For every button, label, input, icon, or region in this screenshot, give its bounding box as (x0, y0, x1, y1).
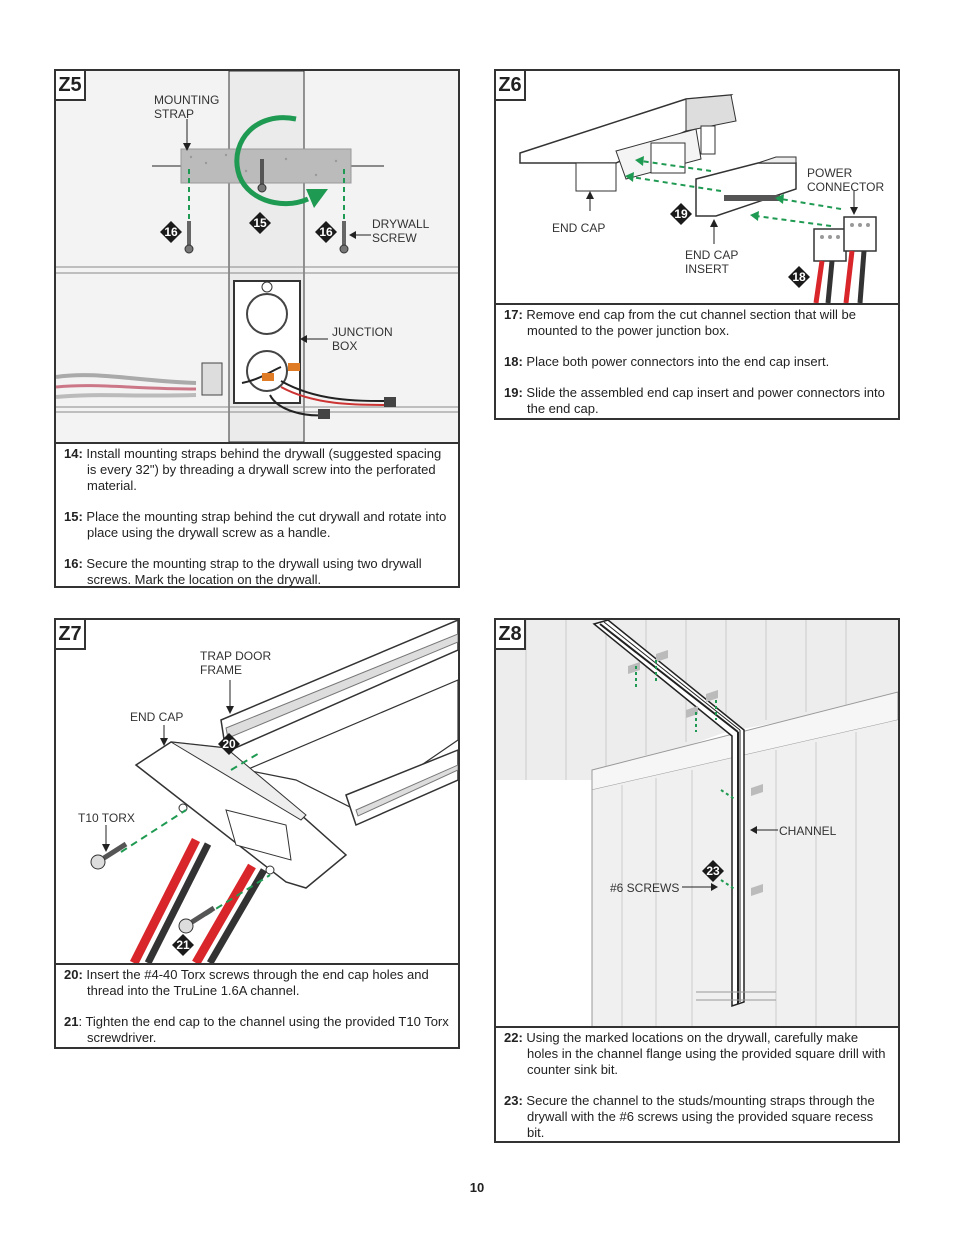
z5-mounting-strap-label: MOUNTING STRAP (154, 93, 220, 121)
z5-step-14: 14: Install mounting straps behind the d… (64, 446, 442, 493)
z7-step-21: 21: Tighten the end cap to the channel u… (64, 1014, 449, 1045)
z8-channel-label: CHANNEL (779, 824, 837, 838)
z8-step-22: 22: Using the marked locations on the dr… (504, 1030, 886, 1077)
z5-step-15: 15: Place the mounting strap behind the … (64, 509, 447, 540)
z6-illustration (519, 94, 877, 303)
panel-z5-figure (56, 71, 458, 444)
z5-illustration (56, 71, 458, 442)
z5-step-16: 16: Secure the mounting strap to the dry… (64, 556, 422, 587)
z7-instructions: 20: Insert the #4-40 Torx screws through… (56, 963, 458, 1047)
z5-junction-box-label: JUNCTION BOX (332, 325, 393, 353)
z7-t10-torx-label: T10 TORX (78, 811, 135, 825)
panel-z6-figure (496, 71, 898, 305)
panel-z7-title: Z7 (56, 620, 86, 650)
panel-z5-title: Z5 (56, 71, 86, 101)
z6-step-17: 17: Remove end cap from the cut channel … (504, 307, 856, 338)
z8-badge-23: 23 (702, 860, 724, 882)
z7-step-20: 20: Insert the #4-40 Torx screws through… (64, 967, 429, 998)
panel-z6: Z6 (494, 69, 900, 420)
page-number: 10 (469, 1180, 485, 1195)
z6-badge-19: 19 (670, 203, 692, 225)
z5-drywall-screw-label: DRYWALL SCREW (372, 217, 430, 245)
z5-badge-16-right: 16 (315, 221, 337, 243)
panel-z7-figure (56, 620, 458, 965)
z7-end-cap-label: END CAP (130, 710, 184, 724)
z6-badge-18: 18 (788, 266, 810, 288)
z6-step-18: 18: Place both power connectors into the… (504, 354, 830, 369)
z5-instructions: 14: Install mounting straps behind the d… (56, 442, 458, 587)
z6-end-cap-insert-label: END CAP INSERT (685, 248, 739, 276)
panel-z6-title: Z6 (496, 71, 526, 101)
z5-badge-15: 15 (249, 212, 271, 234)
panel-z8-title: Z8 (496, 620, 526, 650)
z5-badge-16-left: 16 (160, 221, 182, 243)
z7-trap-door-frame-label: TRAP DOOR FRAME (200, 649, 272, 677)
z8-screws-label: #6 SCREWS (610, 881, 680, 895)
z6-end-cap-label: END CAP (552, 221, 606, 235)
z8-step-23: 23: Secure the channel to the studs/moun… (504, 1093, 875, 1140)
panel-z5: Z5 (54, 69, 460, 588)
panel-z8: Z8 (494, 618, 900, 1143)
z8-illustration (496, 620, 898, 1026)
z7-badge-21: 21 (172, 934, 194, 956)
panel-z7: Z7 (54, 618, 460, 1049)
z6-power-connector-label: POWER CONNECTOR (807, 166, 885, 194)
z6-step-19: 19: Slide the assembled end cap insert a… (504, 385, 885, 416)
z8-instructions: 22: Using the marked locations on the dr… (496, 1026, 898, 1141)
z6-instructions: 17: Remove end cap from the cut channel … (496, 303, 898, 418)
panel-z8-figure (496, 620, 898, 1028)
z7-illustration (90, 620, 458, 963)
z7-badge-20: 20 (218, 733, 240, 755)
